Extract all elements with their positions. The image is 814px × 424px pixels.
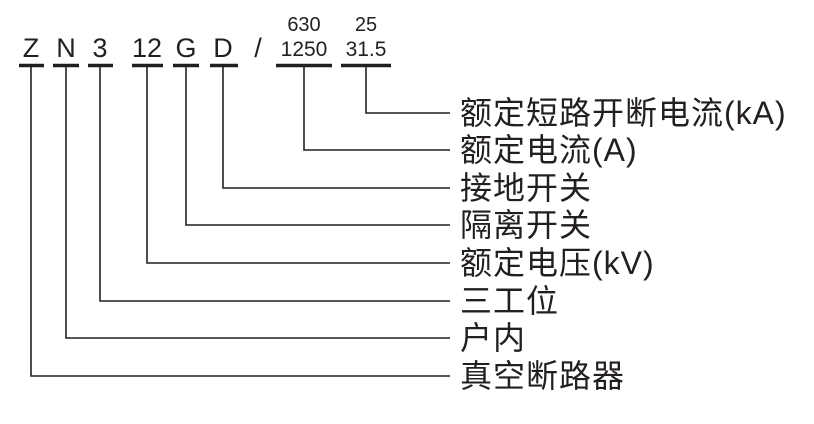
code-separator: /	[254, 33, 262, 63]
label-rated-voltage: 额定电压(kV)	[460, 245, 655, 281]
label-earthing-switch: 接地开关	[460, 170, 592, 206]
code-symbol-3: 3	[92, 33, 107, 63]
code-symbol-g: G	[175, 33, 196, 63]
current-numerator: 630	[287, 14, 320, 36]
label-rated-breaking-current: 额定短路开断电流(kA)	[460, 95, 787, 131]
connector-g	[185, 67, 450, 226]
connector-d	[222, 67, 450, 189]
connector-3	[99, 67, 450, 302]
code-symbol-z: Z	[23, 33, 40, 63]
code-symbol-n: N	[56, 33, 76, 63]
connector-lines	[30, 67, 450, 377]
code-symbol-12: 12	[132, 33, 162, 63]
connector-breaking	[365, 67, 450, 114]
breaking-denominator: 31.5	[346, 38, 387, 61]
label-rated-current: 额定电流(A)	[460, 132, 638, 168]
breaking-numerator: 25	[355, 14, 377, 36]
current-denominator: 1250	[281, 38, 328, 61]
label-vacuum-circuit-breaker: 真空断路器	[460, 358, 625, 394]
code-row: Z N 3 12 G D / 630 1250 25 31.5	[23, 14, 387, 63]
connector-current	[303, 67, 450, 151]
connector-z	[30, 67, 450, 377]
code-symbol-d: D	[213, 33, 233, 63]
label-disconnector: 隔离开关	[460, 207, 592, 243]
label-indoor: 户内	[460, 320, 526, 356]
connector-12	[146, 67, 450, 264]
meaning-labels: 额定短路开断电流(kA) 额定电流(A) 接地开关 隔离开关 额定电压(kV) …	[460, 95, 787, 394]
label-three-position: 三工位	[460, 283, 559, 319]
connector-n	[65, 67, 450, 339]
